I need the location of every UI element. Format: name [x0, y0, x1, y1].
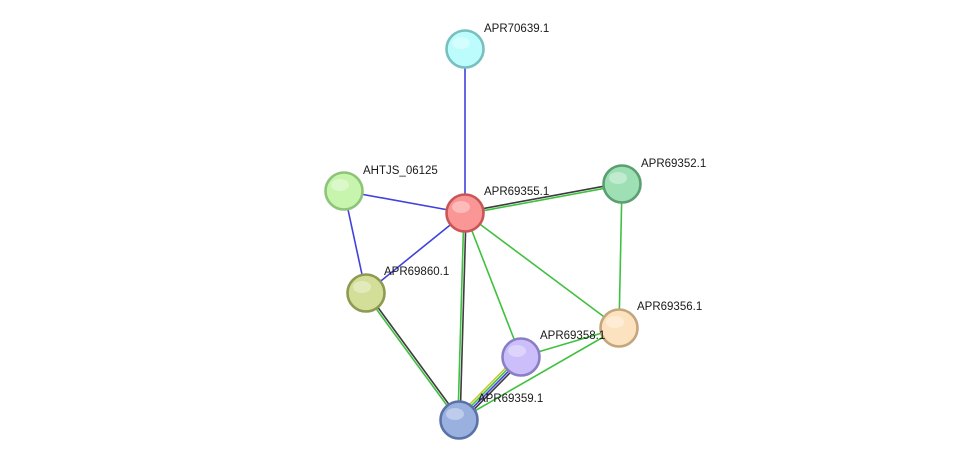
node-circle[interactable] — [445, 29, 485, 69]
edge-line — [464, 212, 522, 358]
node-APR69352.1[interactable]: APR69352.1 — [602, 158, 707, 204]
node-label: AHTJS_06125 — [363, 165, 438, 177]
node-label: APR69358.1 — [540, 330, 605, 342]
edge-APR69356.1-APR69359.1 — [458, 327, 620, 421]
edge-line — [464, 212, 620, 329]
edge-line — [366, 291, 461, 421]
edge-APR69860.1-APR69359.1 — [364, 291, 461, 422]
node-AHTJS_06125[interactable]: AHTJS_06125 — [324, 165, 438, 211]
edge-APR69355.1-APR69860.1 — [365, 212, 466, 294]
edge-line — [464, 184, 623, 215]
node-APR69358.1[interactable]: APR69358.1 — [501, 330, 606, 377]
node-label: APR69860.1 — [384, 266, 449, 278]
node-highlight — [353, 281, 371, 293]
edge-line — [459, 212, 467, 421]
node-highlight — [452, 37, 470, 49]
node-highlight — [508, 345, 526, 357]
node-circle[interactable] — [602, 164, 642, 204]
node-circle[interactable] — [439, 400, 479, 440]
edge-line — [618, 183, 623, 329]
node-APR69355.1[interactable]: APR69355.1 — [445, 186, 550, 233]
node-circle[interactable] — [346, 273, 386, 313]
node-circle[interactable] — [599, 308, 639, 348]
node-label: APR69359.1 — [478, 393, 543, 405]
node-label: APR70639.1 — [484, 23, 549, 35]
edge-line — [458, 327, 620, 421]
edges-layer — [343, 48, 623, 424]
node-highlight — [609, 172, 627, 184]
edge-APR69355.1-APR69352.1 — [464, 182, 623, 215]
node-highlight — [446, 408, 464, 420]
node-highlight — [452, 201, 470, 213]
edge-line — [464, 182, 623, 213]
node-label: APR69356.1 — [637, 301, 702, 313]
edge-line — [364, 292, 459, 422]
node-APR69356.1[interactable]: APR69356.1 — [599, 301, 703, 348]
edge-line — [365, 212, 466, 294]
node-highlight — [331, 179, 349, 191]
node-circle[interactable] — [445, 193, 485, 233]
node-label: APR69352.1 — [641, 158, 706, 170]
edge-line — [457, 212, 465, 421]
edge-APR69355.1-APR69356.1 — [464, 212, 620, 329]
node-APR69860.1[interactable]: APR69860.1 — [346, 266, 450, 313]
edge-line — [343, 190, 466, 214]
node-label: APR69355.1 — [484, 186, 549, 198]
node-circle[interactable] — [324, 171, 364, 211]
edge-APR69355.1-APR69359.1 — [457, 212, 467, 421]
node-APR69359.1[interactable]: APR69359.1 — [439, 393, 544, 440]
node-APR70639.1[interactable]: APR70639.1 — [445, 23, 550, 69]
node-highlight — [606, 316, 624, 328]
edge-APR69352.1-APR69356.1 — [618, 183, 623, 329]
node-circle[interactable] — [501, 337, 541, 377]
edge-AHTJS_06125-APR69355.1 — [343, 190, 466, 214]
edge-APR69355.1-APR69358.1 — [464, 212, 522, 358]
